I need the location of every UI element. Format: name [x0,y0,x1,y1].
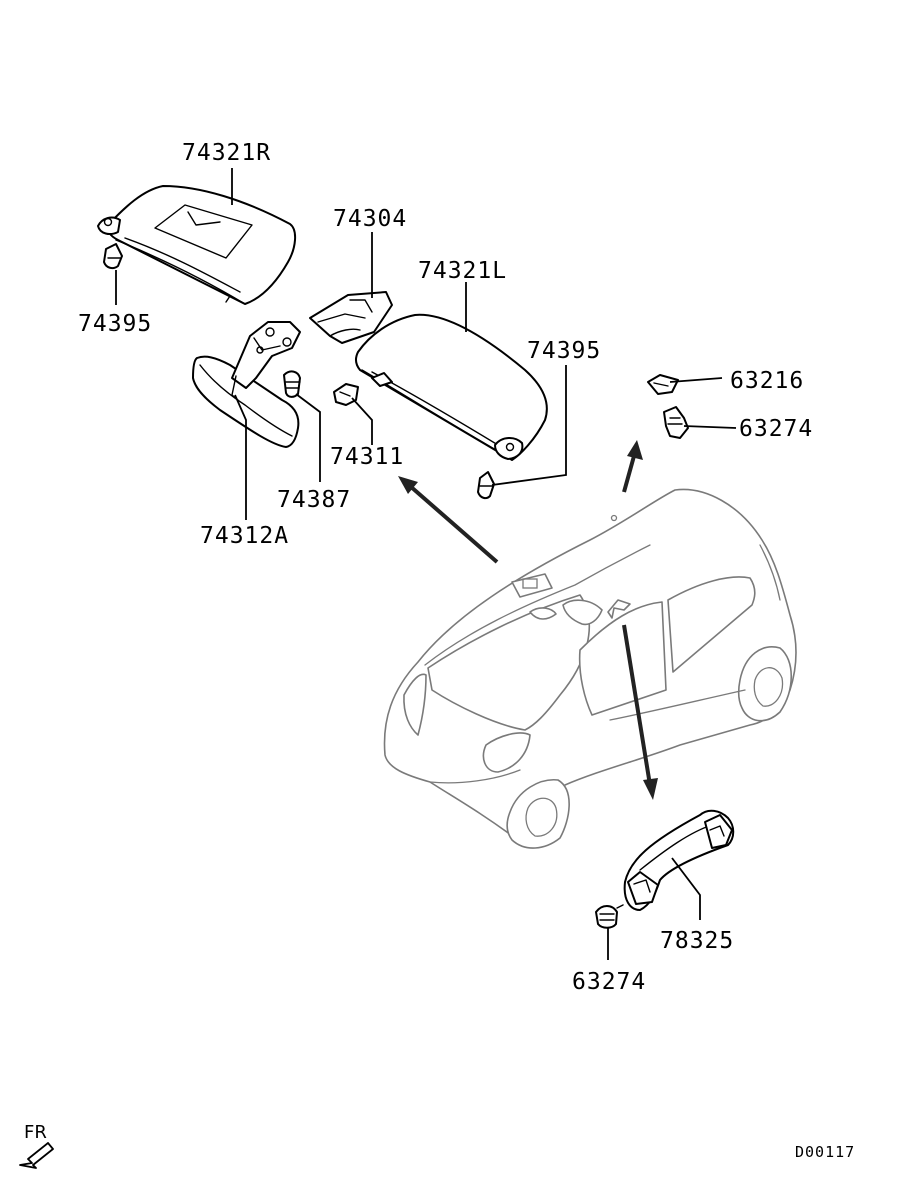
sun-visor-right [97,185,296,305]
visor-holder-lower [333,383,359,406]
mirror-screw [283,370,301,398]
label-74321l: 74321L [418,258,507,284]
assist-grip [623,809,735,911]
fr-label: FR [24,1122,47,1143]
label-74312a: 74312A [200,523,289,549]
visor-clip-left [477,471,495,500]
pointer-arrows [398,440,658,800]
label-63216: 63216 [730,368,804,394]
front-arrow-icon [19,1142,54,1169]
part-labels: 74321R 74395 74304 74321L 74395 63216 63… [78,140,813,995]
grip-screw [595,904,624,929]
screw-top [663,406,689,439]
label-74387: 74387 [277,487,351,513]
label-63274-grip: 63274 [572,969,646,995]
front-direction-indicator: FR [19,1122,54,1169]
label-78325: 78325 [660,928,734,954]
label-74395-left: 74395 [527,338,601,364]
diagram-code: D00117 [795,1143,855,1161]
car-body [383,488,797,849]
leader-lines [115,168,737,960]
retainer-top [647,374,679,395]
label-74395-right: 74395 [78,311,152,337]
label-74321r: 74321R [182,140,271,166]
visor-holder-upper [309,291,393,344]
sun-visor-left [354,313,548,461]
label-74304: 74304 [333,206,407,232]
label-63274-top: 63274 [739,416,813,442]
visor-clip-right [103,243,123,270]
rear-view-mirror [192,321,301,448]
label-74311: 74311 [330,444,404,470]
